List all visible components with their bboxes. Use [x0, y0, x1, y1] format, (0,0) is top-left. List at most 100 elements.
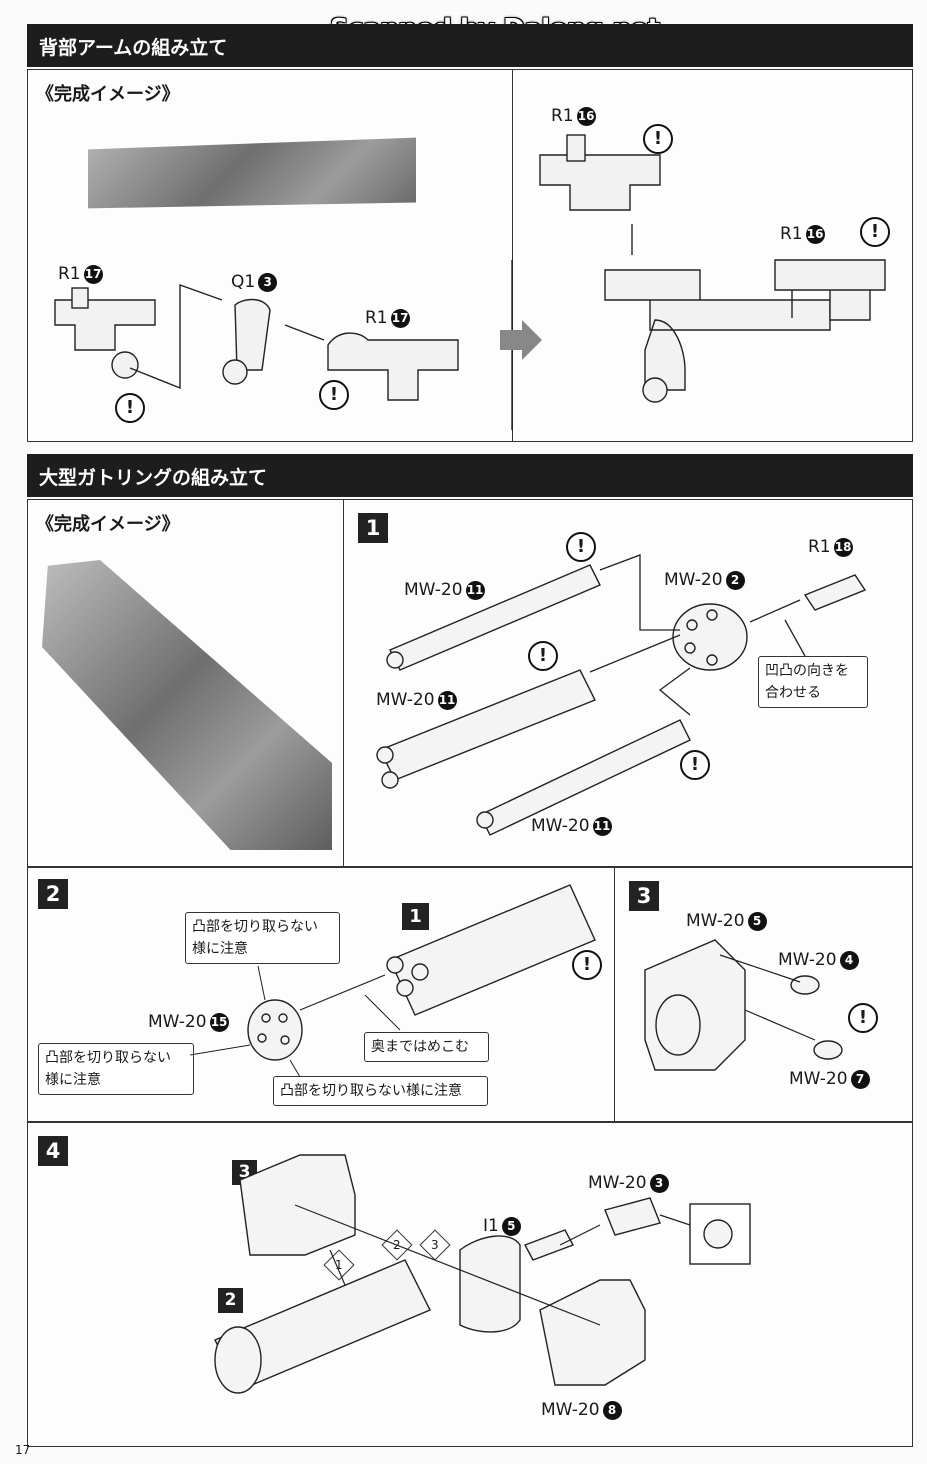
muzzle	[386, 956, 404, 974]
completed-image-label: 《完成イメージ》	[36, 514, 180, 535]
note-line: 合わせる	[765, 685, 821, 701]
muzzle	[386, 651, 404, 669]
hole	[257, 1033, 267, 1043]
part-q1-3	[234, 298, 271, 371]
caution-icon: !	[860, 217, 890, 247]
note-push-in: 奥まではめこむ	[364, 1032, 489, 1062]
arrow-right-icon	[500, 320, 542, 360]
hole	[706, 654, 718, 666]
completed-image-panel-gatling: 《完成イメージ》	[27, 499, 345, 867]
caution-icon: !	[572, 950, 602, 980]
muzzle	[476, 811, 494, 829]
caution-icon: !	[848, 1003, 878, 1033]
note-line: 凸部を切り取らない	[45, 1050, 171, 1066]
note-line: 様に注意	[45, 1072, 101, 1088]
step4-parts	[214, 1154, 751, 1394]
muzzle	[376, 746, 394, 764]
step-number: 4	[38, 1136, 68, 1166]
socket	[111, 351, 139, 379]
hole	[684, 642, 696, 654]
post	[71, 287, 89, 309]
guide-line	[658, 667, 691, 716]
post	[566, 134, 586, 162]
part-r1-17-left	[54, 299, 156, 351]
hole	[686, 619, 698, 631]
note-cutoff-left: 凸部を切り取らない 様に注意	[38, 1043, 194, 1095]
ref-step-2: 2	[218, 1288, 243, 1313]
note-line: 凹凸の向きを	[765, 663, 849, 679]
part-r1-18	[803, 574, 867, 611]
part-r1-16-top	[539, 154, 661, 211]
section-header-back-arm: 背部アームの組み立て	[27, 24, 913, 67]
barrel-c	[479, 719, 691, 836]
part-mw20-15	[247, 999, 303, 1061]
hole	[261, 1013, 271, 1023]
guide-line	[719, 954, 801, 983]
step-number: 2	[38, 879, 68, 909]
part-mw20-7	[813, 1040, 843, 1060]
ref-step-1: 1	[402, 903, 429, 930]
muzzle	[381, 771, 399, 789]
note-line: 様に注意	[192, 941, 248, 957]
part-i1-5	[459, 1235, 521, 1333]
caution-icon: !	[680, 750, 710, 780]
guide-line	[299, 974, 386, 1011]
leader-line	[289, 1059, 301, 1078]
part-mw20-4	[790, 975, 820, 995]
guide-line	[784, 619, 806, 657]
step-number: 1	[358, 513, 388, 543]
completed-image-label: 《完成イメージ》	[36, 84, 180, 105]
part-r1-16-right	[774, 259, 886, 321]
section-title: 背部アームの組み立て	[39, 37, 228, 59]
step1-parts	[376, 564, 867, 836]
drum-front	[214, 1326, 262, 1394]
leader-line	[257, 965, 266, 1001]
caution-icon: !	[643, 124, 673, 154]
step3-parts	[644, 939, 843, 1071]
leader-line	[189, 1044, 251, 1056]
arm-assembly-panel	[512, 69, 913, 442]
part-mw20-3	[604, 1197, 661, 1236]
barrel-a	[389, 564, 601, 671]
step-number: 3	[629, 881, 659, 911]
part-mw20-8	[539, 1279, 646, 1386]
hole	[280, 1035, 290, 1045]
page-number: 17	[15, 1443, 31, 1457]
arm-parts	[54, 134, 886, 403]
joint	[642, 377, 668, 403]
muzzle	[396, 979, 414, 997]
caution-icon: !	[319, 380, 349, 410]
spring	[524, 1229, 574, 1261]
guide-line	[329, 1249, 346, 1286]
guide-line	[294, 1204, 601, 1326]
housing-3	[239, 1154, 356, 1256]
guide-line	[559, 1224, 601, 1246]
joint	[222, 359, 248, 385]
leader-line	[364, 994, 401, 1031]
caution-icon: !	[115, 393, 145, 423]
guide-line	[744, 1009, 816, 1041]
step2-parts	[247, 884, 596, 1061]
step1-guides	[589, 554, 806, 716]
guide-line	[284, 324, 325, 341]
section-header-gatling: 大型ガトリングの組み立て	[27, 454, 913, 497]
note-cutoff-top: 凸部を切り取らない 様に注意	[185, 912, 340, 964]
part-r1-17-mid	[327, 332, 459, 401]
housing-opening	[655, 994, 701, 1056]
guide-line	[589, 634, 681, 673]
